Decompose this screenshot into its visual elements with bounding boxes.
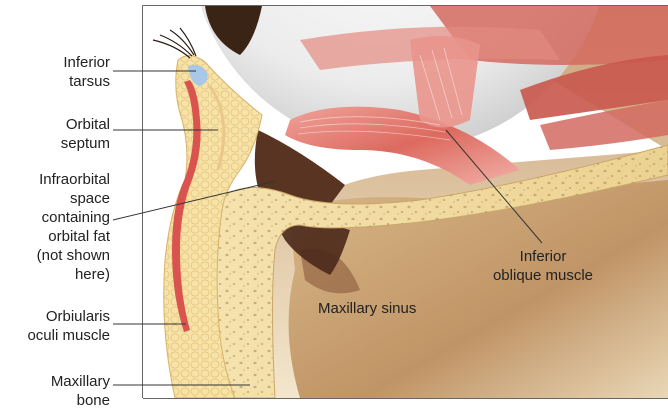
label-line: Infraorbital bbox=[37, 170, 110, 189]
label-line: space bbox=[37, 189, 110, 208]
label-line: septum bbox=[61, 134, 110, 153]
label-maxillary-bone: Maxillary bone bbox=[51, 372, 110, 410]
label-line: Inferior bbox=[63, 53, 110, 72]
label-line: Orbiularis bbox=[27, 307, 110, 326]
label-orbital-septum: Orbital septum bbox=[61, 115, 110, 153]
label-line: oblique muscle bbox=[468, 266, 618, 285]
label-line: tarsus bbox=[63, 72, 110, 91]
label-orbicularis-oculi: Orbiularis oculi muscle bbox=[27, 307, 110, 345]
label-line: Maxillary bbox=[51, 372, 110, 391]
label-infraorbital-space: Infraorbital space containing orbital fa… bbox=[37, 170, 110, 284]
label-line: Inferior bbox=[468, 247, 618, 266]
label-maxillary-sinus: Maxillary sinus bbox=[318, 299, 416, 318]
label-line: orbital fat bbox=[37, 227, 110, 246]
label-line: Orbital bbox=[61, 115, 110, 134]
label-line: bone bbox=[51, 391, 110, 410]
label-line: oculi muscle bbox=[27, 326, 110, 345]
label-line: containing bbox=[37, 208, 110, 227]
label-line: (not shown bbox=[37, 246, 110, 265]
label-line: here) bbox=[37, 265, 110, 284]
label-inferior-tarsus: Inferior tarsus bbox=[63, 53, 110, 91]
label-inferior-oblique: Inferior oblique muscle bbox=[468, 247, 618, 285]
